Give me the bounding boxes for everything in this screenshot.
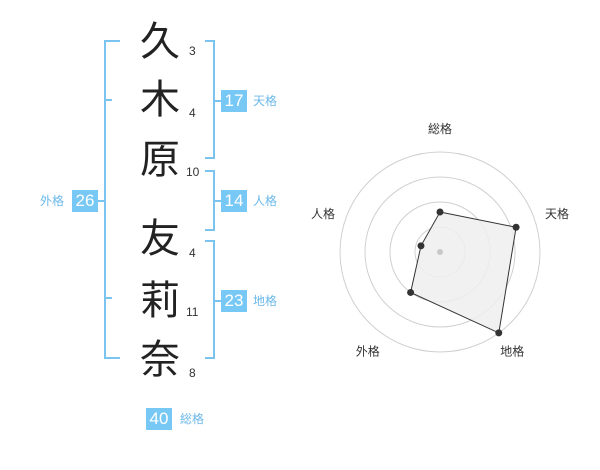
surname-char-2: 木 — [140, 77, 180, 123]
given-char-1: 友 — [140, 216, 180, 262]
radar-points — [407, 208, 520, 337]
jinkaku-value: 14 — [221, 190, 247, 212]
radar-point — [495, 329, 503, 337]
chikaku-label: 地格 — [253, 294, 278, 308]
radar-axis-label: 人格 — [311, 206, 335, 221]
tenkaku-value: 17 — [221, 90, 247, 112]
stroke-count: 4 — [189, 246, 196, 260]
radar-center-dot — [437, 249, 443, 255]
stroke-count: 3 — [189, 44, 196, 58]
soukaku-label: 総格 — [180, 412, 205, 426]
radar-axis-label: 天格 — [545, 206, 569, 221]
surname-char-3: 原 — [140, 137, 180, 183]
stroke-count: 8 — [189, 366, 196, 380]
given-char-2: 莉 — [140, 278, 180, 324]
radar-polygon — [410, 211, 517, 334]
tenkaku-label: 天格 — [253, 94, 278, 108]
stroke-count: 11 — [186, 305, 199, 319]
given-char-3: 奈 — [140, 337, 180, 383]
chikaku-value: 23 — [221, 290, 247, 312]
radar-axis-label: 総格 — [428, 121, 452, 136]
stroke-count: 4 — [189, 106, 196, 120]
radar-axis-label: 外格 — [356, 344, 380, 359]
radar-point — [512, 223, 520, 231]
gaikaku-value: 26 — [72, 190, 98, 212]
radar-axis-label: 地格 — [500, 344, 524, 359]
soukaku-value: 40 — [146, 408, 172, 430]
radar-point — [417, 242, 425, 250]
radar-point — [436, 208, 444, 216]
stroke-count: 10 — [186, 165, 200, 179]
radar-ring — [364, 176, 516, 328]
radar-ring — [339, 151, 541, 353]
radar-point — [407, 288, 415, 296]
jinkaku-label: 人格 — [253, 194, 278, 208]
gaikaku-label: 外格 — [40, 194, 65, 208]
surname-char-1: 久 — [140, 19, 180, 65]
